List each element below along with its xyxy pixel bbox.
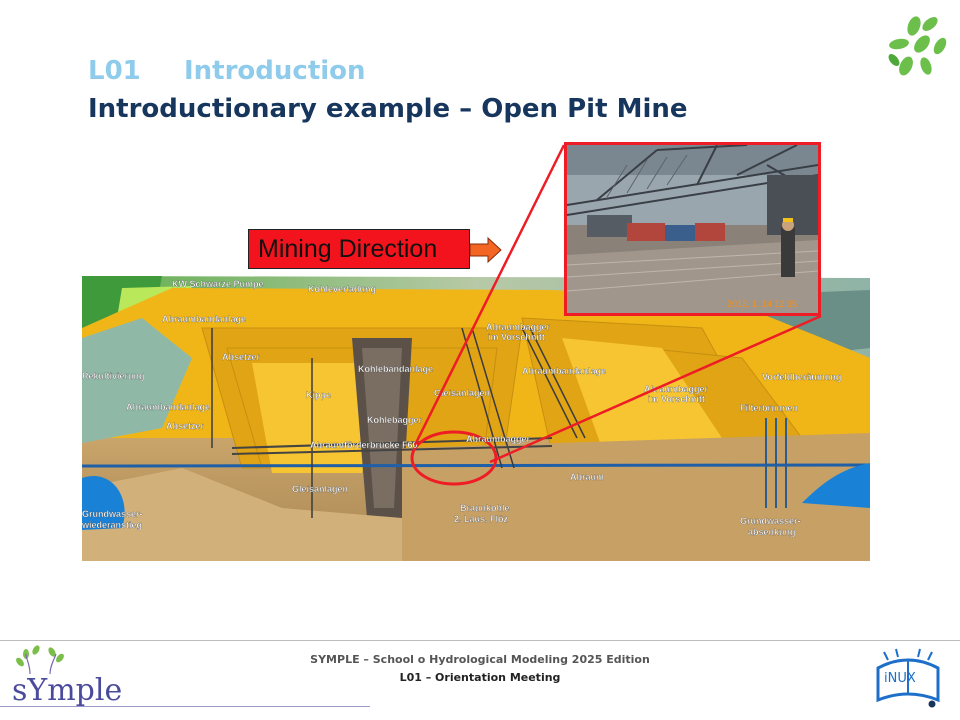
- diagram-label: Abraumbandanlage: [522, 366, 606, 376]
- diagram-label: absenkung: [748, 527, 796, 537]
- diagram-label: im Vorschnitt: [488, 332, 545, 342]
- symple-logo-icon: sYmple: [12, 645, 122, 708]
- footer-school-title: SYMPLE – School o Hydrological Modeling …: [310, 653, 650, 666]
- diagram-label: Vorfeldberäumung: [762, 372, 841, 382]
- mining-direction-label: Mining Direction: [248, 229, 470, 269]
- diagram-label: Absetzer: [222, 352, 261, 362]
- diagram-label: Kohlebagger: [367, 415, 423, 425]
- diagram-label: Abraumförderbrücke F60: [310, 440, 418, 450]
- diagram-label: Braunkohle: [460, 503, 510, 513]
- slide-headline: Introductionary example – Open Pit Mine: [88, 94, 688, 124]
- diagram-label: Rekultivierung: [82, 371, 145, 381]
- diagram-label: Kohlebandanlage: [358, 364, 433, 374]
- diagram-label: Abraumbagger: [466, 434, 531, 444]
- diagram-label: Abraumbagger: [486, 322, 551, 332]
- excavator-photo-image: 2012. 1. 14 12:35: [567, 145, 818, 313]
- diagram-label: Filterbrunnen: [740, 403, 798, 413]
- diagram-label: Abraumbandanlage: [162, 314, 246, 324]
- diagram-label: wiederanstieg: [82, 520, 142, 530]
- lecture-title: Introduction: [184, 56, 366, 86]
- leaves-logo-icon: [888, 16, 947, 76]
- symple-logo-text: sYmple: [12, 673, 122, 708]
- diagram-label: Kohleverladung: [308, 284, 376, 294]
- inux-logo-text: iNUX: [884, 671, 916, 686]
- footer-divider: [0, 640, 960, 641]
- inux-logo-icon: iNUX: [876, 648, 940, 708]
- diagram-label: Abraum: [570, 472, 604, 482]
- diagram-label: Gleisanlagen: [434, 388, 490, 398]
- lecture-heading: L01 Introduction: [88, 56, 366, 86]
- excavator-photo: 2012. 1. 14 12:35: [564, 142, 821, 316]
- diagram-label: Kippe: [306, 390, 331, 400]
- diagram-label: im Vorschnitt: [648, 394, 705, 404]
- diagram-label: Abraumbagger: [644, 384, 709, 394]
- symple-underline: [0, 706, 370, 707]
- diagram-label: Absetzer: [166, 421, 205, 431]
- diagram-label: Grundwasser-: [82, 509, 143, 519]
- diagram-label: Grundwasser-: [740, 516, 801, 526]
- diagram-label: Gleisanlagen: [292, 484, 348, 494]
- diagram-label: KW Schwarze Pumpe: [172, 279, 264, 289]
- footer-session-title: L01 – Orientation Meeting: [399, 671, 561, 684]
- photo-timestamp: 2012. 1. 14 12:35: [727, 299, 797, 309]
- diagram-label: Abraumbandanlage: [126, 402, 210, 412]
- arrow-right-icon: [470, 236, 502, 264]
- lecture-number: L01: [88, 56, 141, 86]
- diagram-label: 2. Laus. Flöz: [454, 514, 509, 524]
